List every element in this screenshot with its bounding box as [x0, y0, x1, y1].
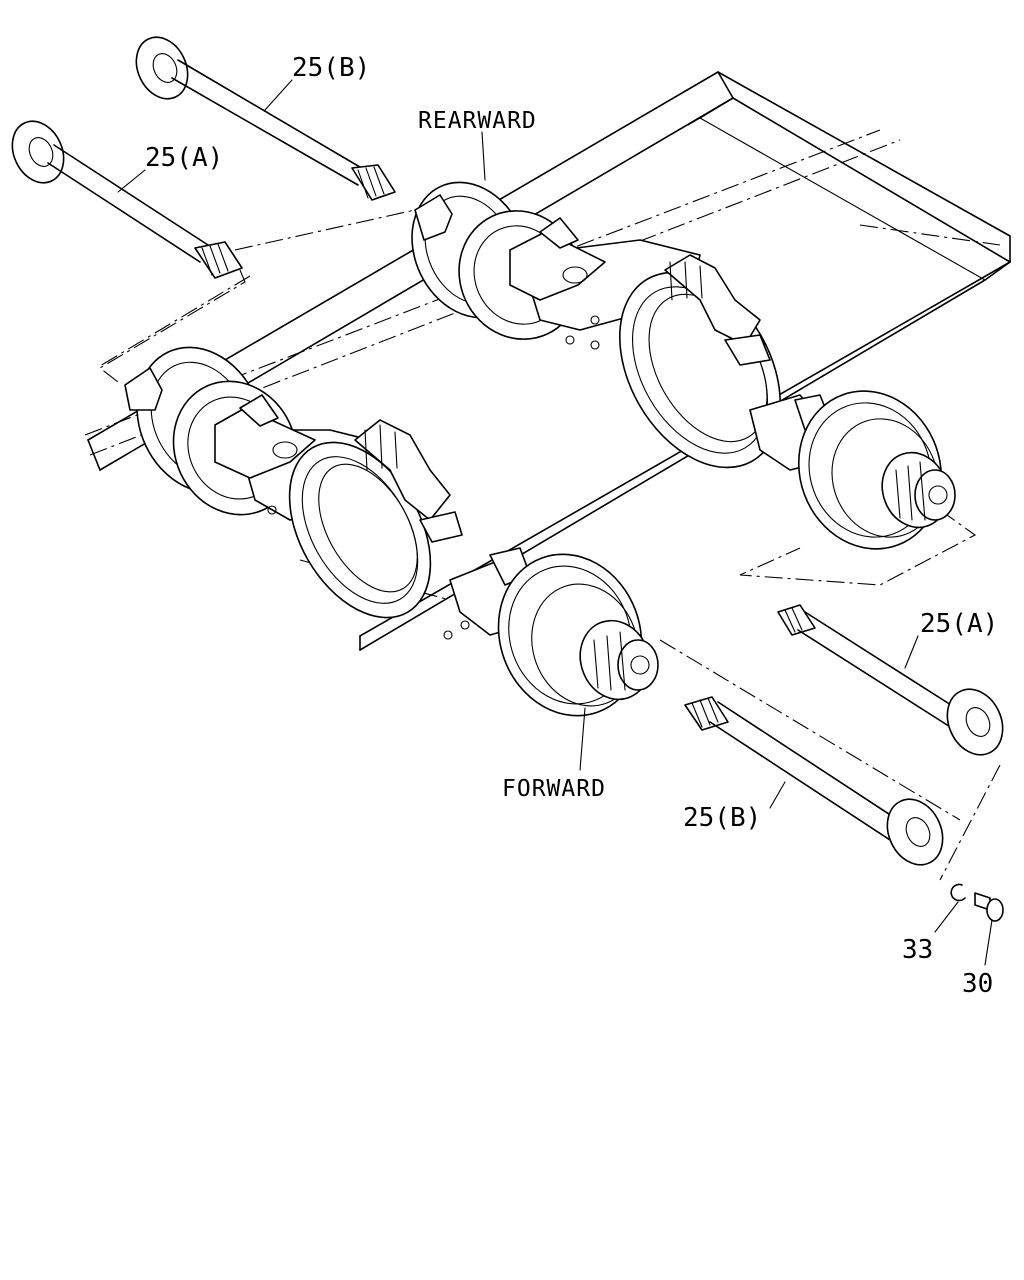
label-shaft-25a-right: 25(A) — [920, 609, 998, 639]
axle-shaft-25a-top — [11, 120, 243, 279]
label-shaft-25a-top: 25(A) — [145, 143, 223, 173]
label-rearward: REARWARD — [418, 108, 537, 134]
label-washer-33: 33 — [902, 935, 933, 965]
label-shaft-25b-top: 25(B) — [292, 53, 370, 83]
axle-shaft-25a-right — [777, 604, 1004, 756]
lock-washer — [950, 883, 966, 902]
leader-lines — [117, 79, 993, 966]
rearward-axle-assembly — [411, 181, 956, 550]
axle-shaft-25b-right — [684, 696, 944, 866]
label-bolt-30: 30 — [962, 969, 993, 999]
axle-shaft-25b-top — [135, 36, 396, 201]
forward-axle-assembly — [124, 346, 659, 717]
label-forward: FORWARD — [502, 776, 606, 802]
bolt — [974, 892, 1004, 922]
label-shaft-25b-right: 25(B) — [683, 803, 761, 833]
